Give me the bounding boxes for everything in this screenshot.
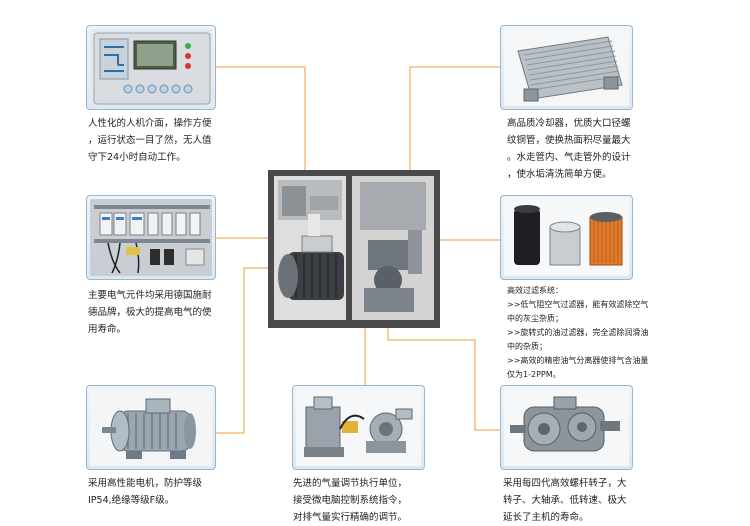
cooler-description: 高品质冷却器，优质大口径螺 纹铜管，使换热面积尽量最大 。水走管内、气走管外的设…	[507, 118, 631, 180]
compressor-unit-image	[268, 170, 440, 328]
compressor-cabinet-illustration	[268, 170, 440, 328]
connector-cooler	[409, 66, 500, 175]
motor-image	[86, 385, 216, 470]
electrical-components-description: 主要电气元件均采用德国施耐 德品牌，极大的提高电气的使 用寿命。	[88, 290, 212, 335]
valve-illustration	[304, 396, 413, 457]
connector-control-panel	[216, 66, 306, 170]
reset-indicator	[185, 63, 191, 69]
screw-rotor-illustration	[510, 396, 620, 452]
control-panel-image	[86, 25, 216, 110]
air-regulating-valve-description: 先进的气量调节执行单位， 接受微电脑控制系统指令， 对排气量实行精确的调节。	[293, 478, 408, 523]
filters-description: 高效过滤系统： >>低气阻空气过滤器，能有效滤除空气 中的灰尘杂质； >>旋转式…	[507, 286, 649, 379]
electrical-cabinet-illustration	[90, 199, 212, 276]
electrical-components-image	[86, 195, 216, 280]
control-panel-description: 人性化的人机介面，操作方便 ，运行状态一目了然，无人值 守下24小时自动工作。	[88, 118, 212, 163]
cooler-image	[500, 25, 633, 110]
screw-rotor-description: 采用每四代高效螺杆转子，大 转子、大轴承、低转速、极大 延长了主机的寿命。	[503, 478, 627, 523]
cooler-illustration	[517, 36, 623, 102]
stop-indicator	[185, 53, 191, 59]
air-regulating-valve-image	[292, 385, 425, 470]
filters-illustration	[514, 205, 623, 266]
screw-rotor-image	[500, 385, 633, 470]
start-indicator	[185, 43, 191, 49]
control-panel-illustration	[93, 32, 211, 105]
electric-motor-illustration	[102, 398, 196, 459]
motor-description: 采用高性能电机，防护等级 IP54,绝缘等级F级。	[88, 478, 203, 506]
filters-image	[500, 195, 633, 280]
